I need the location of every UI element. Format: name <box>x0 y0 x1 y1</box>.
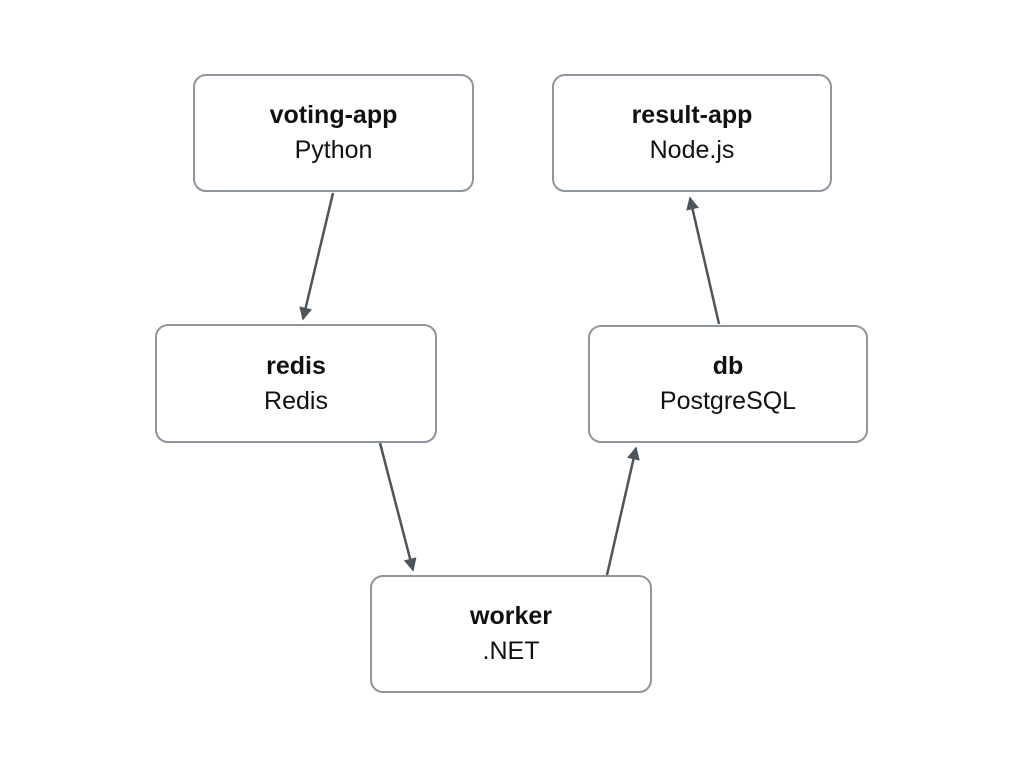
node-db-subtitle: PostgreSQL <box>659 387 797 415</box>
node-worker: worker .NET <box>370 575 652 693</box>
node-db: db PostgreSQL <box>588 325 868 443</box>
edge-worker-to-db <box>605 446 640 576</box>
node-redis-title: redis <box>266 351 326 380</box>
node-result-app-subtitle: Node.js <box>649 136 735 164</box>
node-worker-subtitle: .NET <box>482 637 540 665</box>
node-db-title: db <box>712 352 744 380</box>
node-result-app-title: result-app <box>631 101 753 129</box>
edge-db-to-result-app <box>686 196 721 325</box>
node-redis-subtitle: Redis <box>264 386 328 415</box>
edge-voting-app-to-redis <box>299 192 335 321</box>
node-redis: redis Redis <box>155 324 437 443</box>
edge-redis-to-worker <box>378 442 417 572</box>
node-result-app: result-app Node.js <box>552 74 832 192</box>
node-voting-app-title: voting-app <box>269 101 398 129</box>
node-voting-app: voting-app Python <box>193 74 474 192</box>
node-worker-title: worker <box>470 602 552 630</box>
node-voting-app-subtitle: Python <box>294 136 373 164</box>
